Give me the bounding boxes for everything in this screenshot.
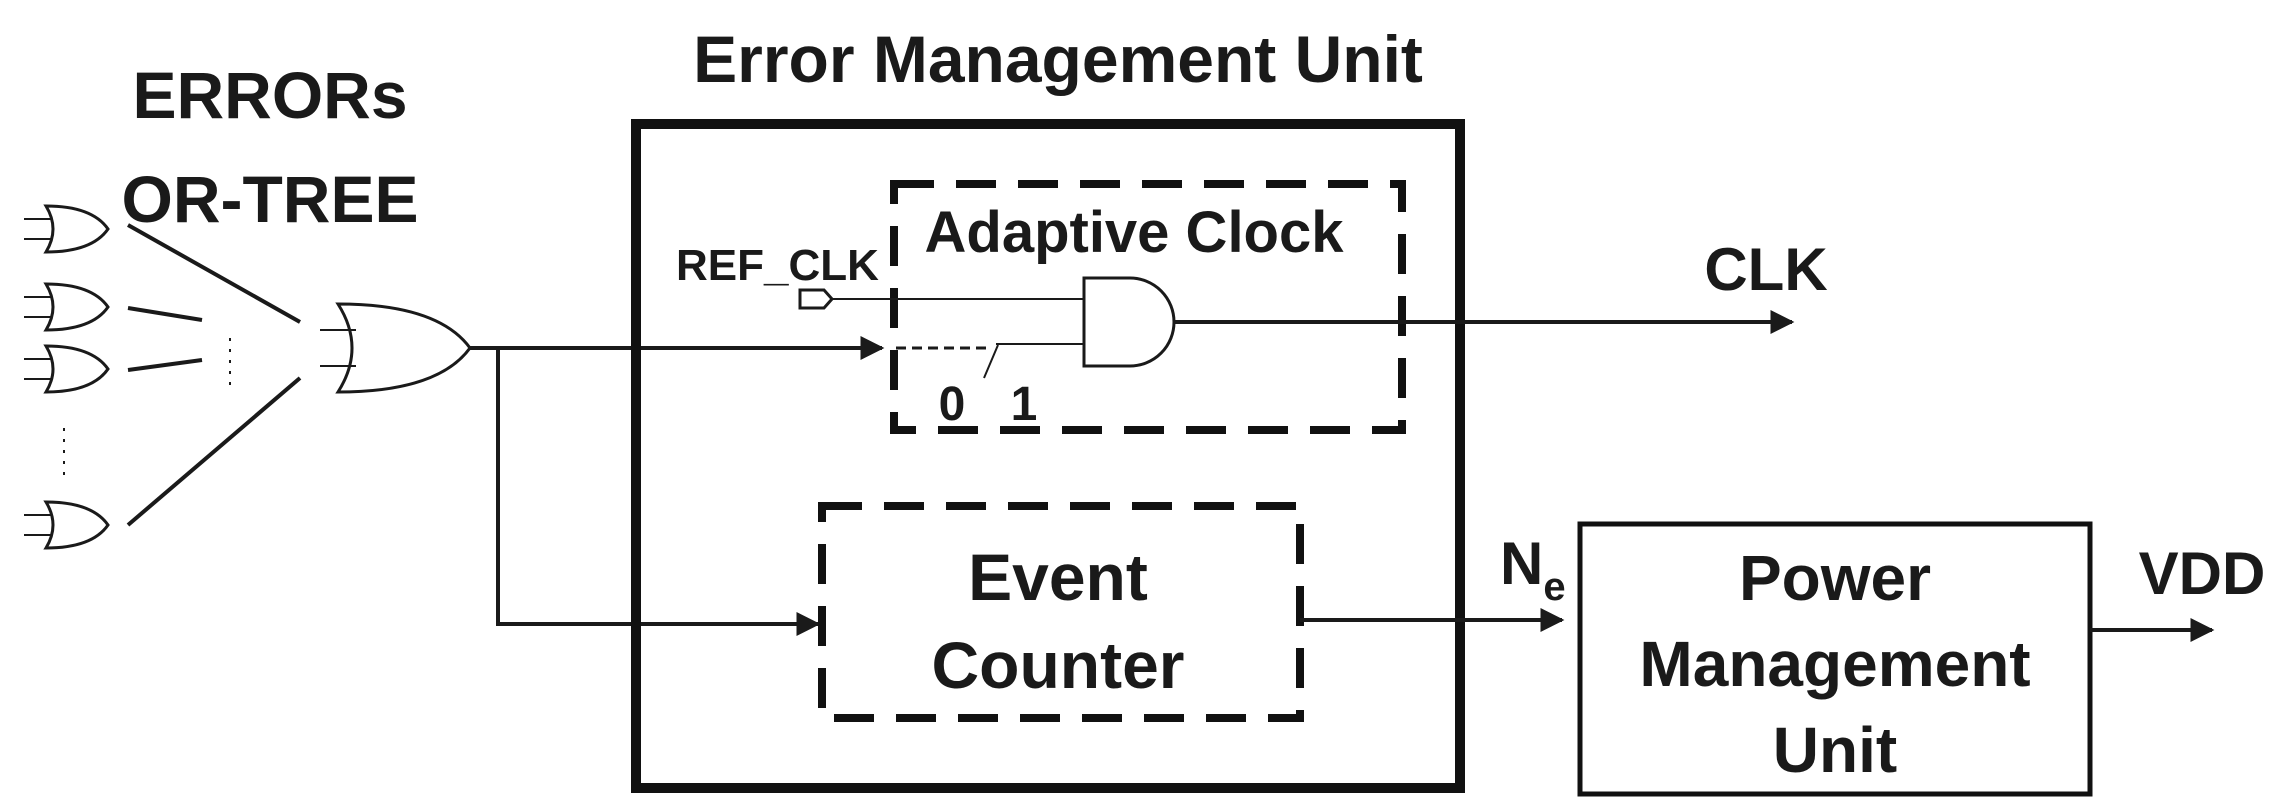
ref-clk-port-icon xyxy=(798,288,835,310)
ref-clk-label: REF_CLK xyxy=(676,241,879,290)
vdd-label: VDD xyxy=(2139,540,2266,607)
tree-connection xyxy=(126,376,302,527)
tree-connection xyxy=(127,358,203,372)
pmu-label-line1: Power xyxy=(1739,542,1931,614)
emu-box xyxy=(631,119,1465,793)
error-wire-to-counter xyxy=(496,348,821,636)
small-or-gate-1 xyxy=(24,204,110,254)
adaptive-clock-box xyxy=(890,180,1406,434)
tree-connection xyxy=(127,306,203,322)
select-label-1: 1 xyxy=(1011,378,1038,431)
adaptive-clock-label: Adaptive Clock xyxy=(925,200,1345,265)
or-tree-label: OR-TREE xyxy=(122,162,419,236)
tree-connection xyxy=(127,223,301,324)
mux-switch xyxy=(983,344,999,379)
event-counter-box xyxy=(818,502,1304,722)
small-or-gate-2 xyxy=(24,282,110,332)
and-gate xyxy=(1082,276,1176,368)
pmu-label-line2: Management xyxy=(1639,628,2030,700)
pmu-label-line3: Unit xyxy=(1773,714,1897,786)
emu-title: Error Management Unit xyxy=(693,22,1423,96)
errors-label: ERRORs xyxy=(132,58,407,132)
small-or-gate-4 xyxy=(24,500,110,550)
event-counter-label-line2: Counter xyxy=(932,628,1185,702)
ne-label: Ne xyxy=(1500,530,1566,609)
event-counter-label-line1: Event xyxy=(968,540,1148,614)
small-or-gate-3 xyxy=(24,344,110,394)
final-or-gate xyxy=(320,302,472,394)
select-label-0: 0 xyxy=(939,378,966,431)
pmu-box xyxy=(1577,521,2093,797)
clk-label: CLK xyxy=(1704,236,1827,303)
